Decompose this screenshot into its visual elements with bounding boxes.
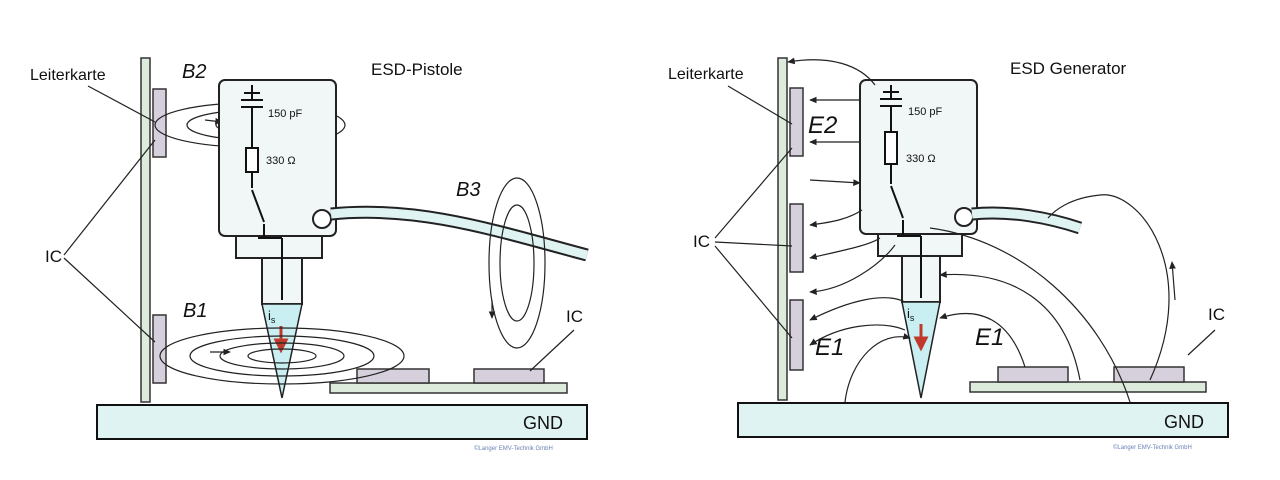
gun-circuit	[880, 85, 922, 298]
horizontal-board	[969, 381, 1207, 393]
ic-chip	[152, 88, 167, 158]
ground-plane	[737, 402, 1229, 438]
resistor-label: 330 Ω	[906, 153, 936, 165]
ic-chip	[356, 368, 430, 384]
gun-circuit	[241, 85, 283, 300]
panel-title: ESD Generator	[1010, 59, 1127, 78]
ground-label: GND	[523, 413, 563, 433]
ic-chip	[789, 299, 804, 371]
ic-chip	[473, 368, 545, 384]
field-label-e2: E2	[808, 112, 837, 139]
ic-label: IC	[45, 247, 62, 266]
board-label: Leiterkarte	[668, 66, 744, 83]
left-panel: GND	[30, 57, 589, 452]
credit-text: ©Langer EMV-Technik GmbH	[1113, 444, 1192, 451]
credit-text: ©Langer EMV-Technik GmbH	[474, 445, 553, 452]
ic-label: IC	[693, 232, 710, 251]
capacitor-label: 150 pF	[268, 108, 303, 120]
field-label-e1: E1	[815, 334, 844, 361]
ic-label: IC	[566, 307, 583, 326]
ic-chip	[997, 366, 1069, 383]
horizontal-board	[329, 382, 568, 394]
ic-chip	[789, 203, 804, 273]
ic-label: IC	[1208, 305, 1225, 324]
board-label: Leiterkarte	[30, 67, 106, 84]
field-label-b2: B2	[182, 61, 206, 83]
current-label: is	[907, 306, 915, 323]
electric-field-lines	[787, 57, 1176, 403]
ic-chip	[152, 314, 167, 384]
capacitor-label: 150 pF	[908, 106, 943, 118]
field-label-e1: E1	[975, 324, 1004, 351]
field-label-b1: B1	[183, 300, 207, 322]
panel-title: ESD-Pistole	[371, 60, 463, 79]
magnetic-field-b3	[488, 177, 546, 349]
ic-chip	[789, 87, 804, 157]
ic-chip	[1113, 366, 1185, 383]
ground-plane	[96, 404, 588, 440]
right-panel: GND 150 pF 330 Ω	[668, 57, 1229, 451]
ground-label: GND	[1164, 412, 1204, 432]
current-label: is	[268, 308, 276, 325]
vertical-board	[140, 57, 151, 403]
resistor-label: 330 Ω	[266, 155, 296, 167]
field-label-b3: B3	[456, 179, 480, 201]
magnetic-field-b1	[159, 327, 405, 385]
vertical-board	[777, 57, 788, 401]
